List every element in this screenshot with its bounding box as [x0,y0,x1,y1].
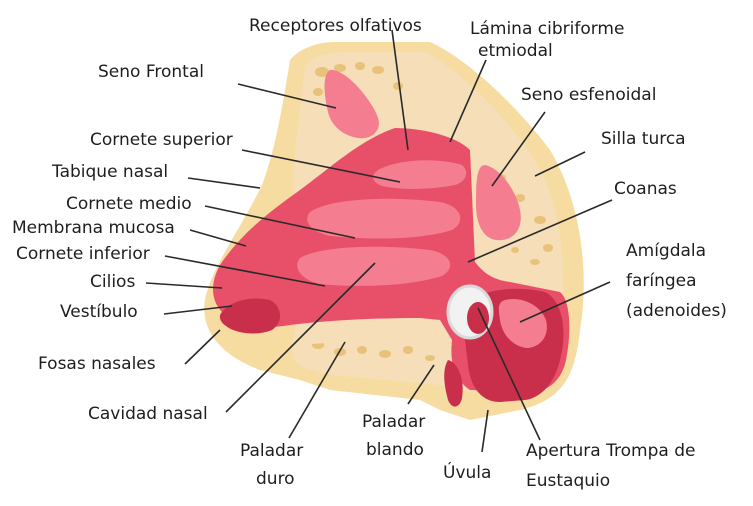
label-text: Membrana mucosa [12,217,175,239]
label-coanas: Coanas [614,178,677,200]
label-line-1: Apertura Trompa de [526,440,751,462]
label-seno-frontal: Seno Frontal [98,61,204,83]
label-text: Úvula [443,462,491,484]
label-paladar-blando: Paladar blando [362,411,442,461]
label-amigdala-faringea: Amígdala faríngea (adenoides) [626,240,751,322]
label-text: Seno Frontal [98,61,204,83]
label-line-2: blando [362,439,442,461]
label-silla-turca: Silla turca [601,128,686,150]
label-text: Tabique nasal [52,161,168,183]
label-line-2: faríngea [626,270,751,292]
label-seno-esfenoidal: Seno esfenoidal [521,84,656,106]
label-membrana-mucosa: Membrana mucosa [12,217,175,239]
label-line-1: Paladar [362,411,442,433]
label-text: Coanas [614,178,677,200]
label-line-3: (adenoides) [626,300,751,322]
label-uvula: Úvula [443,462,491,484]
label-line-2: Eustaquio [526,470,751,492]
label-cornete-medio: Cornete medio [66,193,192,215]
label-line-2: etmiodal [470,40,670,62]
label-apertura-trompa: Apertura Trompa de Eustaquio [526,440,751,492]
label-paladar-duro: Paladar duro [240,440,320,490]
label-cornete-superior: Cornete superior [90,129,233,151]
label-text: Receptores olfativos [249,15,422,37]
label-text: Silla turca [601,128,686,150]
label-tabique-nasal: Tabique nasal [52,161,168,183]
label-text: Cornete superior [90,129,233,151]
label-text: Seno esfenoidal [521,84,656,106]
label-line-1: Amígdala [626,240,751,262]
label-text: Cornete medio [66,193,192,215]
label-cilios: Cilios [90,271,135,293]
label-cavidad-nasal: Cavidad nasal [88,403,208,425]
label-cornete-inferior: Cornete inferior [16,243,150,265]
label-vestibulo: Vestíbulo [60,301,138,323]
label-text: Fosas nasales [38,353,156,375]
label-text: Cilios [90,271,135,293]
eustachian-inner [467,302,489,334]
label-line-1: Lámina cibriforme [470,18,670,40]
label-line-1: Paladar [240,440,320,462]
label-text: Cavidad nasal [88,403,208,425]
label-receptores-olfativos: Receptores olfativos [249,15,422,37]
label-text: Cornete inferior [16,243,150,265]
label-line-2: duro [240,468,320,490]
label-fosas-nasales: Fosas nasales [38,353,156,375]
label-text: Vestíbulo [60,301,138,323]
label-lamina-cribiforme: Lámina cibriforme etmiodal [470,18,670,62]
